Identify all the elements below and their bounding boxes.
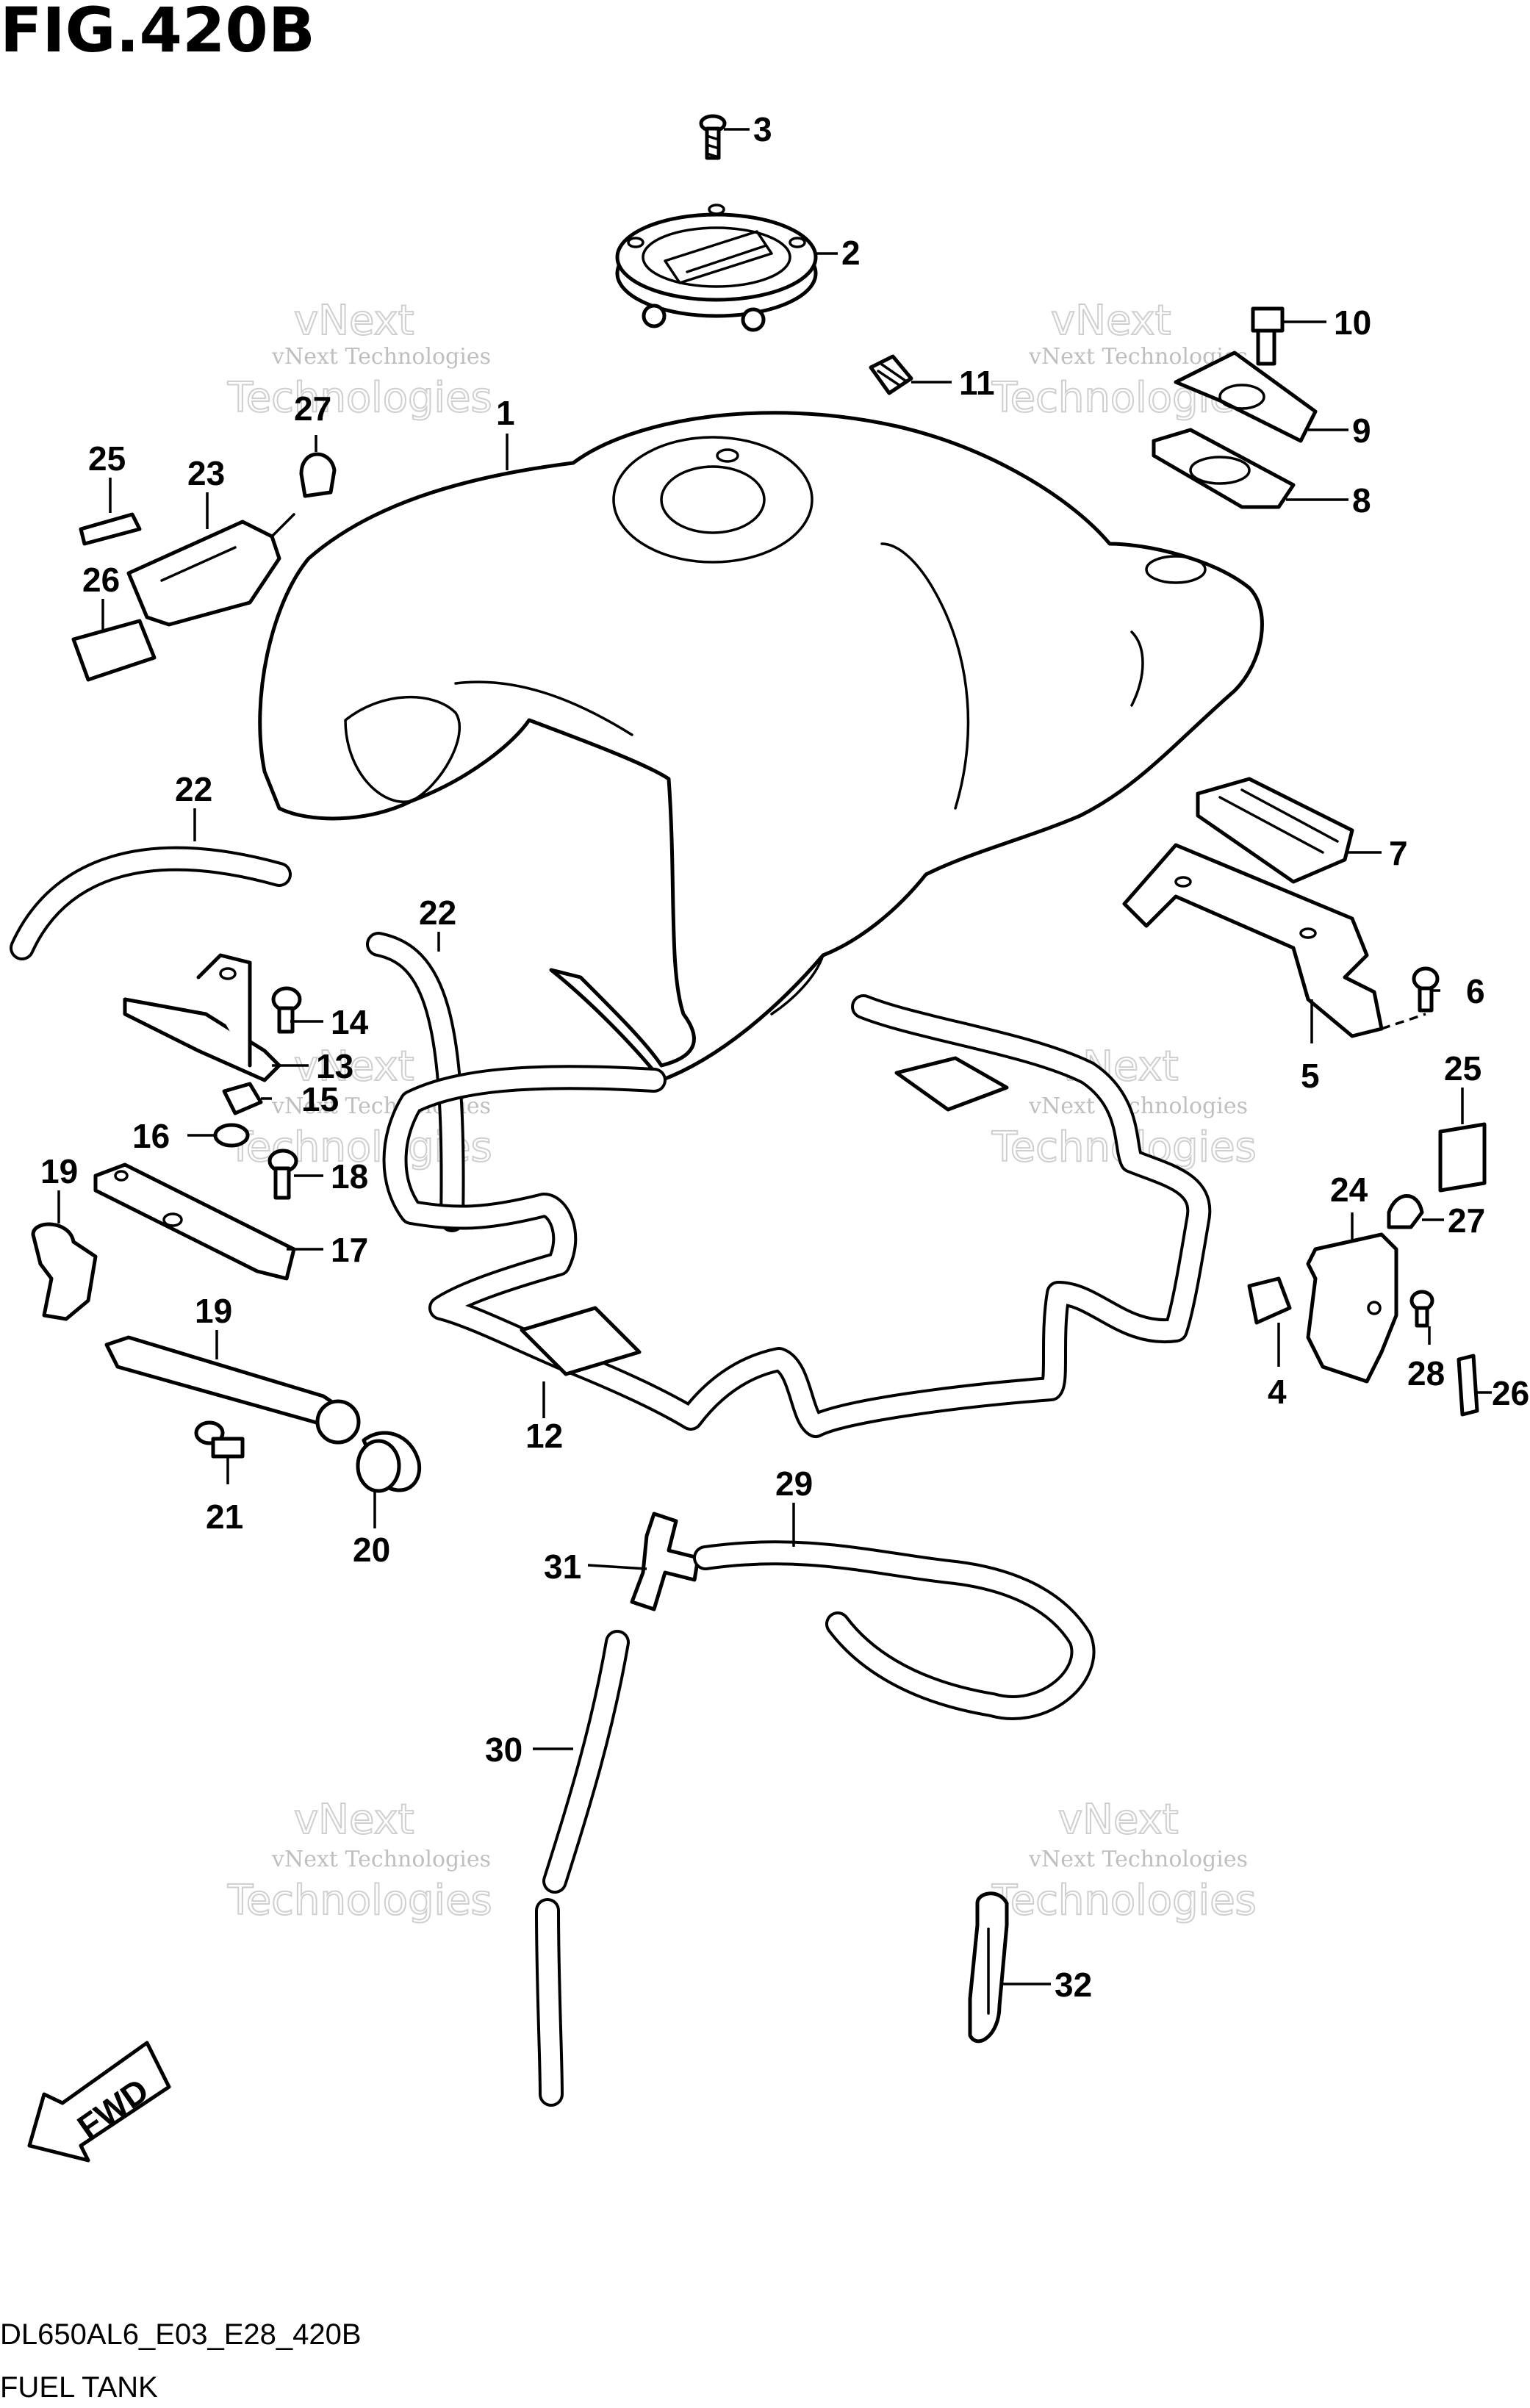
callout-23: 23 [187, 454, 225, 492]
part-21-bolt[interactable] [194, 1420, 245, 1459]
callout-22-left: 22 [175, 770, 212, 808]
svg-text:vNext Technologies: vNext Technologies [271, 344, 491, 370]
svg-text:vNext: vNext [294, 1796, 414, 1844]
callout-29: 29 [775, 1464, 813, 1503]
part-10-bolt[interactable] [1251, 306, 1285, 366]
svg-text:vNext: vNext [1051, 297, 1171, 345]
svg-text:vNext Technologies: vNext Technologies [1028, 1847, 1248, 1872]
callout-4: 4 [1268, 1373, 1287, 1411]
part-30-hose[interactable] [535, 1630, 630, 2107]
svg-text:vNext: vNext [294, 1043, 414, 1090]
callout-20: 20 [353, 1531, 390, 1569]
part-8-gasket[interactable] [1152, 428, 1296, 509]
part-24-cover[interactable] [1306, 1232, 1398, 1384]
svg-text:vNext: vNext [294, 297, 414, 345]
part-1-fuel-tank[interactable] [258, 411, 1264, 1082]
part-32-clamp[interactable] [968, 1891, 1009, 2044]
callout-26-left: 26 [82, 561, 120, 599]
part-25-label-right[interactable] [1438, 1122, 1487, 1193]
part-11-cushion[interactable] [869, 354, 913, 395]
part-9-bracket[interactable] [1174, 351, 1318, 443]
part-17-plate[interactable] [93, 1162, 296, 1281]
part-31-joint[interactable] [630, 1512, 700, 1611]
part-16-collar[interactable] [213, 1123, 250, 1148]
watermark-top-right: vNext vNext Technologies Technologies [991, 296, 1257, 423]
callout-2: 2 [841, 234, 861, 272]
callout-13: 13 [316, 1047, 353, 1085]
part-6-bolt[interactable] [1412, 966, 1440, 1013]
part-3-screw[interactable] [699, 114, 727, 160]
figure-name: FUEL TANK [0, 2371, 158, 2404]
part-14-bolt[interactable] [271, 986, 302, 1034]
callout-15: 15 [301, 1080, 339, 1118]
svg-text:vNext Technologies: vNext Technologies [271, 1847, 491, 1872]
callout-3: 3 [753, 110, 772, 148]
figure-code: DL650AL6_E03_E28_420B [0, 2318, 362, 2351]
svg-text:vNext: vNext [1058, 1796, 1179, 1844]
callout-7: 7 [1389, 834, 1408, 872]
part-26-label-left[interactable] [71, 619, 157, 682]
callout-5: 5 [1301, 1057, 1320, 1095]
part-18-bolt[interactable] [267, 1149, 298, 1200]
callout-14: 14 [331, 1003, 369, 1041]
part-20-cushion[interactable] [356, 1431, 422, 1493]
callout-17: 17 [331, 1231, 368, 1269]
callout-19-top: 19 [40, 1152, 78, 1190]
callout-21: 21 [206, 1498, 243, 1536]
callout-32: 32 [1055, 1966, 1092, 2004]
part-5-bracket[interactable] [1122, 843, 1426, 1038]
part-22-hose-right[interactable] [366, 932, 465, 1232]
svg-text:Technologies: Technologies [991, 1877, 1257, 1924]
callout-1: 1 [496, 394, 515, 432]
callout-31: 31 [544, 1548, 581, 1586]
part-27-cap-left[interactable] [299, 452, 337, 498]
callout-16: 16 [132, 1117, 170, 1155]
callout-27-left: 27 [294, 389, 331, 428]
callout-19-bottom: 19 [195, 1292, 232, 1330]
callout-numbers: 3 2 1 10 11 9 8 27 25 23 26 22 22 7 6 5 … [40, 110, 1529, 2004]
callout-28: 28 [1407, 1354, 1445, 1392]
part-25-label-left[interactable] [79, 512, 142, 546]
part-12-seal[interactable] [382, 994, 1212, 1438]
watermark-bottom-right: vNext vNext Technologies Technologies [991, 1795, 1257, 1925]
callout-9: 9 [1352, 411, 1371, 450]
svg-text:Technologies: Technologies [227, 374, 492, 422]
leader-lines [57, 128, 1492, 1985]
callout-24: 24 [1330, 1171, 1368, 1209]
fwd-arrow-icon: FWD [27, 2041, 171, 2163]
watermark-top-left: vNext vNext Technologies Technologies [226, 296, 493, 423]
part-29-hose[interactable] [693, 1540, 1096, 1720]
part-13-bracket[interactable] [123, 953, 281, 1082]
callout-25-left: 25 [88, 439, 126, 478]
callout-8: 8 [1352, 481, 1371, 520]
callout-27-right: 27 [1448, 1201, 1485, 1240]
part-26-label-right[interactable] [1457, 1354, 1479, 1417]
callout-12: 12 [525, 1417, 563, 1455]
part-7-cushion[interactable] [1196, 777, 1354, 884]
part-15-grommet[interactable] [222, 1082, 263, 1115]
part-22-hose-left[interactable] [10, 846, 292, 960]
callout-22-right: 22 [419, 894, 456, 932]
part-4-clip[interactable] [1247, 1276, 1292, 1325]
part-23-cover[interactable] [126, 513, 295, 627]
part-2-fuel-cap[interactable] [615, 204, 818, 332]
part-27-cap-right[interactable] [1387, 1194, 1424, 1229]
callout-10: 10 [1334, 303, 1371, 342]
callout-26-right: 26 [1492, 1374, 1529, 1412]
part-19-stay[interactable] [104, 1335, 361, 1445]
callout-18: 18 [331, 1157, 368, 1196]
callout-30: 30 [485, 1730, 522, 1769]
callout-25-right: 25 [1444, 1049, 1481, 1088]
callout-6: 6 [1466, 972, 1485, 1010]
svg-text:vNext Technologies: vNext Technologies [1028, 1093, 1248, 1119]
svg-text:Technologies: Technologies [227, 1877, 492, 1924]
watermark-bottom-left: vNext vNext Technologies Technologies [226, 1795, 493, 1925]
figure-title: FIG.420B [0, 0, 315, 66]
part-19-clip[interactable] [31, 1222, 98, 1321]
part-28-bolt[interactable] [1409, 1290, 1434, 1328]
callout-11: 11 [959, 364, 995, 402]
